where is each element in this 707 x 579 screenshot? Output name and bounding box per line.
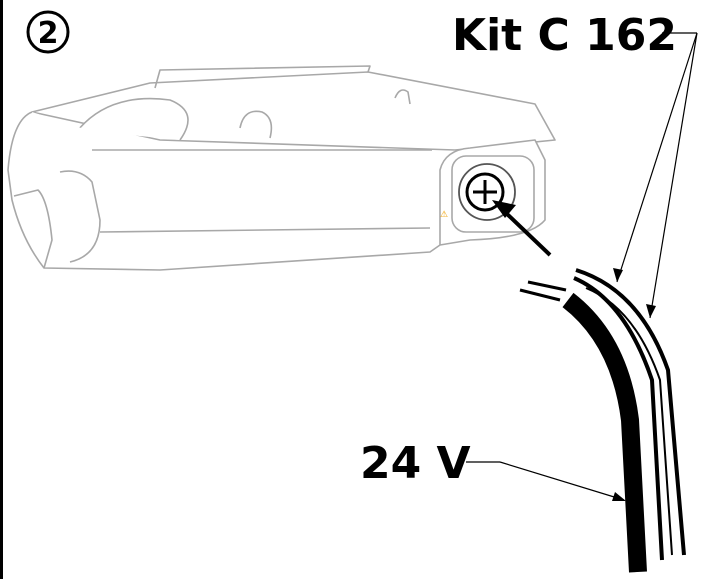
arrow-head <box>492 200 516 218</box>
top-boss-1 <box>239 110 273 139</box>
kit-leader-2-head <box>646 304 656 318</box>
kit-callout: Kit C 162 <box>452 10 698 319</box>
step-number: 2 <box>38 16 59 51</box>
step-marker: 2 <box>26 10 70 54</box>
kit-leader-1 <box>616 32 698 283</box>
housing-side-line <box>13 189 53 269</box>
housing-marking: ⚠ <box>440 210 448 220</box>
cable-bundle <box>519 268 686 573</box>
kit-leader-1-head <box>613 268 623 282</box>
arrow-shaft <box>503 210 552 257</box>
top-boss-2 <box>394 89 411 105</box>
cable-24v <box>562 292 647 573</box>
device-housing <box>7 65 556 271</box>
wire-stripped-1 <box>519 288 561 302</box>
voltage-leader-diag <box>499 461 625 501</box>
voltage-callout: 24 V <box>360 438 626 501</box>
cable-kit-2-inner <box>585 287 673 556</box>
cable-kit-1 <box>573 276 664 561</box>
kit-leader-2 <box>649 32 698 319</box>
housing-bottom-edge <box>99 227 431 233</box>
housing-front-body <box>7 111 546 271</box>
voltage-label: 24 V <box>360 438 471 489</box>
step-circle <box>26 10 70 54</box>
kit-label: Kit C 162 <box>452 10 677 61</box>
wire-stripped-2 <box>527 280 567 292</box>
housing-wheel <box>77 97 189 141</box>
insertion-arrow <box>492 200 552 257</box>
voltage-leader-head <box>612 492 626 501</box>
housing-front-contour <box>59 170 101 263</box>
cable-kit-2 <box>575 268 686 556</box>
housing-top-slot <box>154 65 371 89</box>
